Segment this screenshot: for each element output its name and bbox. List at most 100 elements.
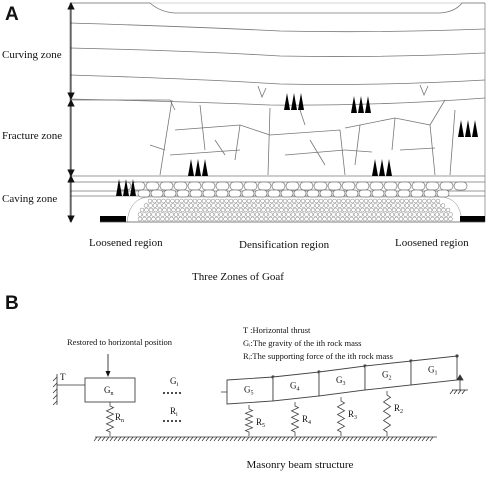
mound-pebble	[314, 203, 320, 208]
panel-b-letter: B	[5, 293, 19, 314]
panel-b-caption: Masonry beam structure	[247, 459, 354, 471]
spike-triangle	[458, 120, 464, 137]
mound-pebble	[346, 207, 352, 213]
ground-hatch	[381, 436, 386, 442]
mound-pebble	[344, 216, 350, 222]
mound-pebble	[291, 198, 297, 204]
mound-pebble	[215, 203, 221, 208]
mound-pebble	[427, 207, 433, 213]
mound-pebble	[363, 198, 369, 204]
rubble-block	[241, 189, 255, 198]
mound-pebble	[205, 216, 210, 222]
mound-pebble	[232, 216, 237, 222]
mound-pebble	[278, 203, 284, 208]
ground-hatch	[333, 436, 338, 442]
mound-pebble	[179, 203, 185, 208]
coal-pillar-left	[100, 216, 126, 222]
ground-hatch	[277, 436, 282, 442]
mound-pebble	[180, 207, 185, 213]
rubble-block	[187, 181, 202, 191]
mound-pebble	[147, 198, 153, 204]
mound-pebble	[408, 198, 414, 204]
ground-hatch	[313, 436, 318, 442]
rubble-block	[267, 189, 281, 198]
mound-pebble	[434, 216, 440, 222]
mound-pebble	[301, 207, 307, 213]
mound-pebble	[283, 207, 289, 213]
mound-pebble	[286, 212, 291, 217]
mound-pebble	[187, 212, 192, 217]
mound-pebble	[440, 203, 446, 208]
ground-hatch	[361, 436, 366, 442]
mound-pebble	[309, 198, 315, 204]
mound-pebble	[319, 203, 324, 208]
mound-pebble	[269, 203, 275, 208]
mound-pebble	[241, 212, 246, 217]
ground-hatch	[253, 436, 258, 442]
beam-hinge	[455, 354, 459, 358]
mound-pebble	[313, 212, 318, 217]
mound-pebble	[164, 212, 170, 217]
mound-pebble	[279, 207, 284, 213]
mound-pebble	[161, 198, 166, 204]
mound-pebble	[412, 216, 417, 222]
ground-hatch	[425, 436, 430, 442]
mound-pebble	[416, 216, 422, 222]
mound-pebble	[323, 203, 329, 208]
ground-hatch	[153, 436, 158, 442]
mound-pebble	[274, 203, 279, 208]
rubble-block	[371, 189, 385, 198]
mound-pebble	[155, 212, 161, 217]
mound-pebble	[382, 203, 387, 208]
mound-pebble	[142, 212, 147, 217]
mound-pebble	[197, 203, 203, 208]
ground-hatch	[329, 436, 334, 442]
mound-outline	[126, 196, 463, 223]
mound-pebble	[367, 212, 372, 217]
mound-pebble	[432, 207, 437, 213]
spike-triangle	[195, 159, 201, 176]
mound-pebble	[324, 207, 329, 213]
mound-pebble	[251, 198, 256, 204]
beam-spring-label: R3	[348, 409, 357, 421]
mound-pebble	[254, 212, 260, 217]
mound-pebble	[229, 207, 235, 213]
mound-pebble	[430, 212, 435, 217]
mound-pebble	[281, 212, 287, 217]
mound-pebble	[292, 203, 297, 208]
mound-pebble	[362, 212, 368, 217]
mound-pebble	[238, 207, 244, 213]
mound-pebble	[207, 207, 212, 213]
ground-hatch	[321, 436, 326, 442]
mound-pebble	[386, 198, 391, 204]
mound-pebble	[146, 216, 152, 222]
mound-pebble	[188, 203, 194, 208]
mound-pebble	[398, 216, 404, 222]
ground-hatch	[117, 436, 122, 442]
mound-pebble	[272, 212, 278, 217]
mound-pebble	[173, 212, 179, 217]
rubble-block	[306, 189, 320, 198]
ground-hatch	[341, 436, 346, 442]
mound-pebble	[308, 216, 314, 222]
ground-hatch	[197, 436, 202, 442]
ground-hatch	[289, 436, 294, 442]
fracture-zone-blocks	[70, 99, 456, 176]
mound-pebble	[250, 216, 255, 222]
legend-gravity: Gᵢ:The gravity of the ith rock mass	[243, 338, 361, 348]
mound-pebble	[425, 212, 431, 217]
mound-pebble	[425, 216, 431, 222]
mound-pebble	[331, 212, 336, 217]
mound-pebble	[369, 207, 374, 213]
mound-pebble	[409, 207, 415, 213]
mound-pebble	[412, 212, 417, 217]
beam-block-gravity: G2	[382, 370, 392, 382]
mound-pebble	[173, 216, 179, 222]
mound-pebble	[310, 203, 315, 208]
ground-hatch	[305, 436, 310, 442]
ground-hatch	[181, 436, 186, 442]
mound-pebble	[174, 198, 180, 204]
ground-hatch	[173, 436, 178, 442]
mound-pebble	[431, 198, 436, 204]
mound-pebble	[359, 198, 364, 204]
